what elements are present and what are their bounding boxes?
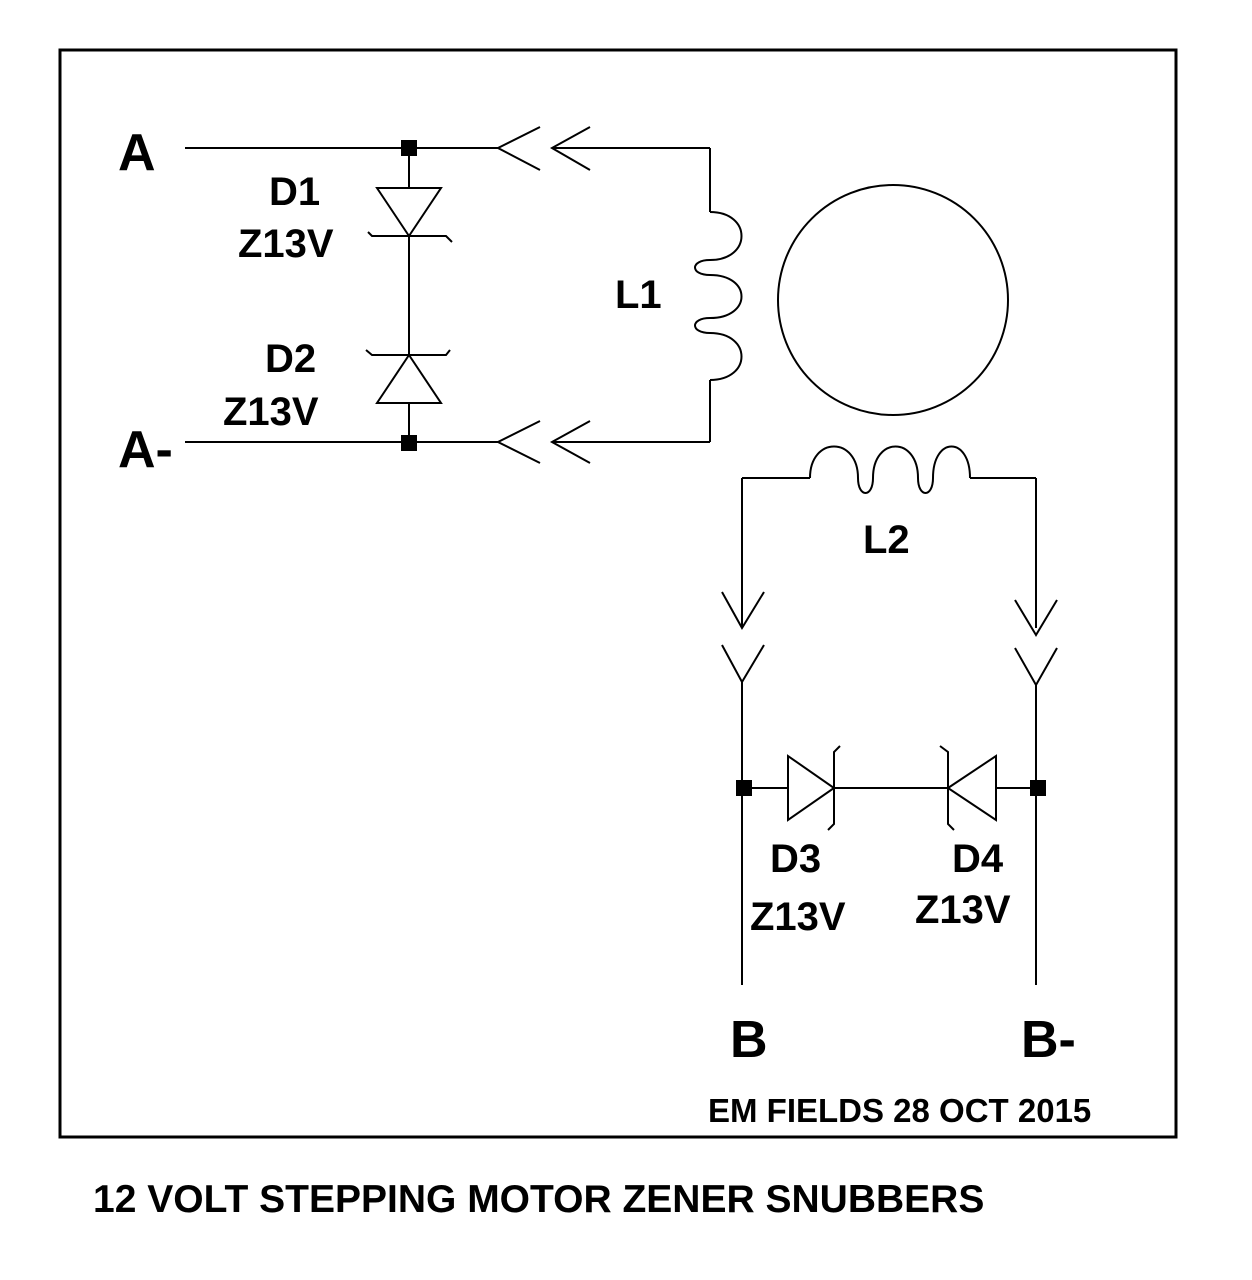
zener-diode-d4 [946, 754, 997, 822]
zener-diode-d2 [375, 353, 443, 404]
inductor-l1 [694, 211, 743, 381]
diode-d4-value: Z13V [915, 888, 1011, 932]
terminal-b-neg-label: B- [1021, 1011, 1076, 1069]
junction-dot-b-neg [1030, 780, 1046, 796]
terminal-b-label: B [730, 1011, 768, 1069]
inductor-l2 [809, 445, 971, 494]
terminal-a-neg-label: A- [118, 421, 173, 479]
zener-diode-d3 [787, 754, 836, 822]
diode-d1-ref: D1 [269, 170, 320, 214]
diode-d2-value: Z13V [223, 390, 319, 434]
motor-rotor [777, 184, 1009, 416]
diode-d1-value: Z13V [238, 222, 334, 266]
connector-b-neg-upper [1014, 599, 1058, 637]
connector-b-neg-lower [1014, 647, 1058, 688]
terminal-a-label: A [118, 124, 156, 182]
diagram-title: 12 VOLT STEPPING MOTOR ZENER SNUBBERS [93, 1178, 984, 1221]
diode-d2-ref: D2 [265, 337, 316, 381]
diode-d4-ref: D4 [952, 837, 1004, 881]
connector-a-neg-left [495, 420, 541, 464]
junction-dot-a-neg [401, 435, 417, 451]
connector-b-upper [721, 591, 765, 630]
connector-b-lower [721, 644, 765, 685]
inductor-l1-label: L1 [615, 273, 662, 317]
schematic-frame [58, 48, 1178, 1139]
inductor-l2-label: L2 [863, 518, 910, 562]
diode-d3-value: Z13V [750, 895, 846, 939]
diode-d3-ref: D3 [770, 837, 821, 881]
zener-diode-d1 [375, 187, 443, 238]
connector-a-left [495, 126, 541, 171]
credit-text: EM FIELDS 28 OCT 2015 [708, 1092, 1091, 1129]
